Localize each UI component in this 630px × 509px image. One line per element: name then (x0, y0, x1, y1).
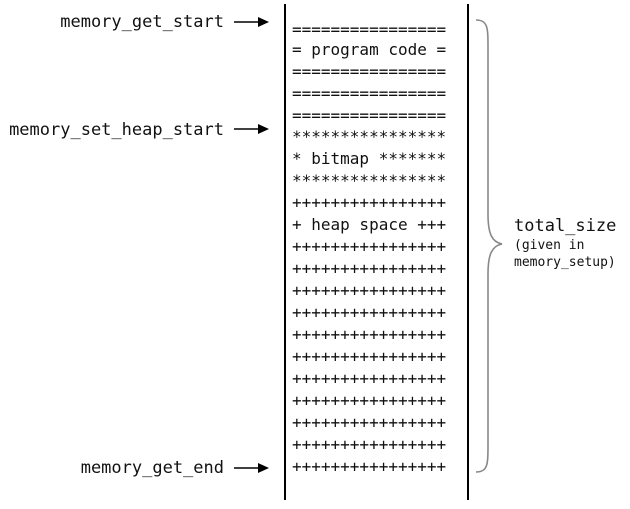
memory-row: **************** (292, 127, 447, 146)
memory-row: ++++++++++++++++ (292, 413, 447, 432)
memory-column-left-border (284, 4, 286, 500)
memory-column-right-border (467, 4, 469, 500)
memory-row: ++++++++++++++++ (292, 347, 447, 366)
total-size-note-line1: (given in (514, 238, 585, 253)
memory-row: ================ (292, 20, 447, 39)
memory-row: ++++++++++++++++ (292, 259, 447, 278)
memory-row: ++++++++++++++++ (292, 435, 447, 454)
memory-row: ================ (292, 84, 447, 103)
memory-row: ================ (292, 106, 447, 125)
memory-row: ================ (292, 62, 447, 81)
memory-row: ++++++++++++++++ (292, 369, 447, 388)
memory-row: ++++++++++++++++ (292, 303, 447, 322)
memory-row: ++++++++++++++++ (292, 391, 447, 410)
memory-row: ++++++++++++++++ (292, 325, 447, 344)
total-size-note-line2: memory_setup) (514, 255, 616, 270)
memory-row: ++++++++++++++++ (292, 281, 447, 300)
arrow-end-icon (234, 463, 269, 473)
pointer-label-start: memory_get_start (60, 12, 224, 32)
arrow-heap-start-icon (234, 124, 269, 134)
pointer-label-end: memory_get_end (80, 458, 224, 478)
curly-brace-icon (475, 19, 503, 473)
total-size-label: total_size (514, 216, 617, 236)
memory-row: ++++++++++++++++ (292, 237, 447, 256)
memory-row: ++++++++++++++++ (292, 193, 447, 212)
memory-row: * bitmap ******* (292, 149, 447, 168)
memory-row: ++++++++++++++++ (292, 457, 447, 476)
memory-row: + heap space +++ (292, 215, 447, 234)
arrow-start-icon (234, 17, 269, 27)
memory-row: **************** (292, 171, 447, 190)
memory-row: = program code = (292, 40, 447, 59)
pointer-label-heap-start: memory_set_heap_start (9, 120, 224, 140)
